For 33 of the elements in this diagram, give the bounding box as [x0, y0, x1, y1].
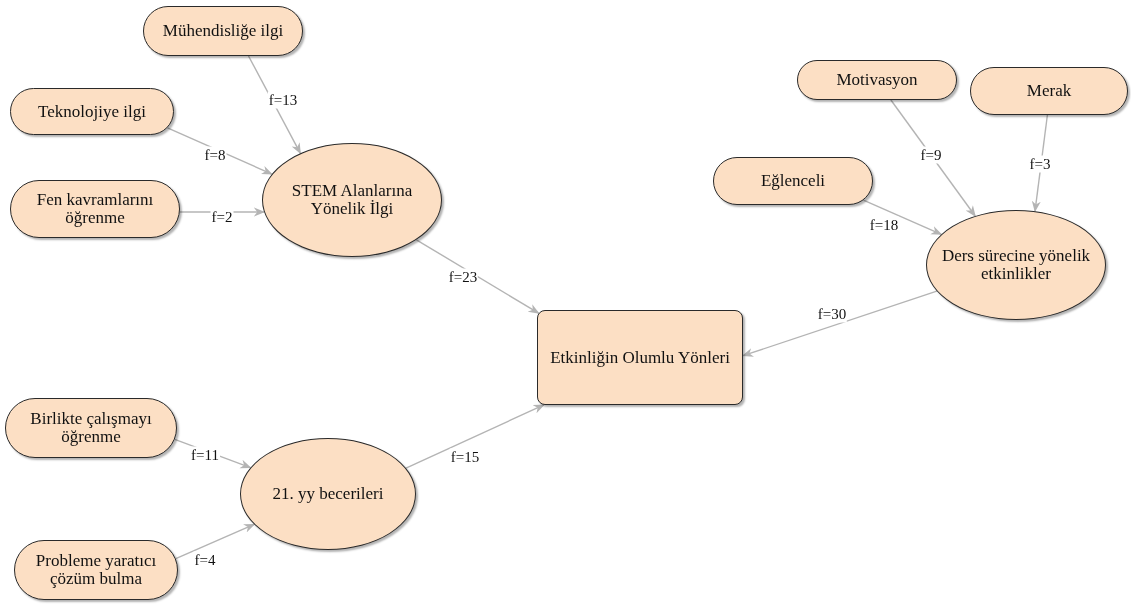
node-label: Eğlenceli — [760, 172, 826, 190]
node-label: Birlikte çalışmayı öğrenme — [29, 410, 153, 446]
node-label: Mühendisliğe ilgi — [162, 22, 284, 40]
node-label: Ders sürecine yönelik etkinlikler — [940, 247, 1092, 283]
node-label: Merak — [1026, 82, 1072, 100]
rounded-node — [10, 180, 180, 238]
edge-label: f=9 — [919, 146, 943, 164]
arrow — [179, 207, 266, 217]
node-label: Etkinliğin Olumlu Yönleri — [550, 348, 730, 367]
arrow — [890, 99, 976, 217]
rounded-node — [143, 6, 303, 56]
rounded-node — [10, 88, 174, 135]
node-label: Probleme yaratıcı çözüm bulma — [34, 552, 158, 588]
edge-label: f=3 — [1028, 155, 1052, 173]
arrow — [166, 127, 273, 175]
node-label: Teknolojiye ilgi — [38, 102, 146, 121]
edge-label: f=13 — [267, 91, 299, 109]
rounded-node — [797, 60, 957, 100]
arrow — [175, 523, 256, 560]
edge-label: f=30 — [816, 305, 848, 323]
rounded-node — [5, 398, 177, 458]
rounded-node — [14, 540, 178, 600]
node-label: 21. yy becerileri — [272, 485, 384, 503]
arrow — [405, 404, 545, 469]
rounded-node — [970, 67, 1128, 115]
arrow — [741, 290, 938, 357]
node-label: Fen kavramlarını öğrenme — [35, 191, 155, 227]
node-label: Motivasyon — [836, 71, 918, 89]
arrow — [415, 239, 540, 314]
arrow — [862, 199, 943, 235]
rounded-box — [537, 310, 743, 405]
node-label: STEM Alanlarına Yönelik İlgi — [290, 182, 414, 218]
rounded-node — [713, 157, 873, 205]
